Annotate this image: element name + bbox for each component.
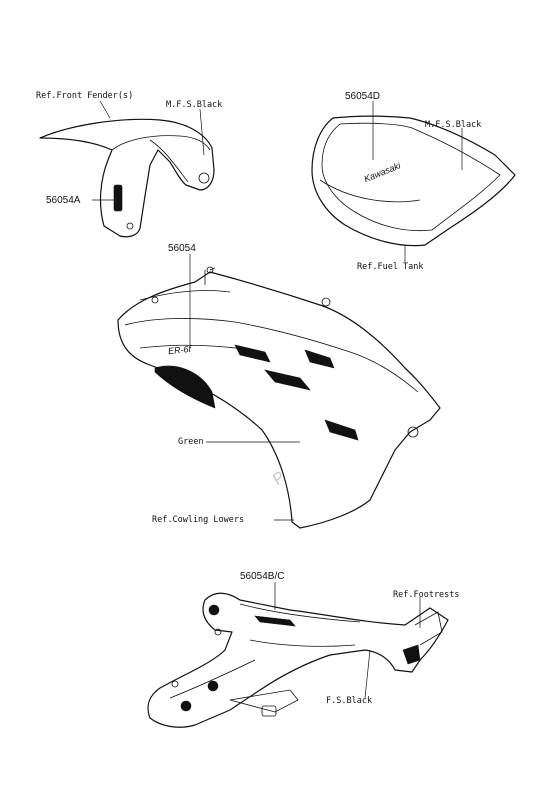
label-ref-cowling-lowers: Ref.Cowling Lowers — [152, 515, 244, 525]
footrest-bracket-drawing — [147, 592, 449, 728]
fender-decal — [113, 184, 123, 212]
cowling-stripe-1 — [234, 344, 271, 363]
footrest-black-strip — [254, 615, 296, 627]
label-part-56054A: 56054A — [46, 195, 81, 206]
cowling-logo: ER-6f — [168, 344, 193, 357]
label-fs-black: F.S.Black — [326, 696, 372, 706]
label-green: Green — [178, 437, 204, 447]
cowling-drawing: ER-6f — [117, 266, 441, 529]
footrest-black-tab — [402, 644, 421, 665]
front-fender-drawing — [39, 118, 215, 238]
label-ref-fuel-tank: Ref.Fuel Tank — [357, 262, 424, 272]
label-tank-mfs-black: M.F.S.Black — [425, 120, 481, 130]
label-ref-footrests: Ref.Footrests — [393, 590, 460, 600]
cowling-black-panel — [154, 365, 216, 409]
label-ref-front-fender: Ref.Front Fender(s) — [36, 91, 133, 101]
cowling-stripe-3 — [304, 349, 335, 369]
cowling-stripe-4 — [324, 419, 359, 441]
leader-lines — [92, 100, 463, 699]
label-part-56054D: 56054D — [345, 91, 380, 102]
label-fender-mfs-black: M.F.S.Black — [166, 100, 222, 110]
label-part-56054: 56054 — [168, 243, 196, 254]
fuel-tank-drawing: Kawasaki — [311, 115, 516, 247]
label-part-56054BC: 56054B/C — [240, 571, 284, 582]
cowling-stripe-2 — [264, 369, 311, 391]
